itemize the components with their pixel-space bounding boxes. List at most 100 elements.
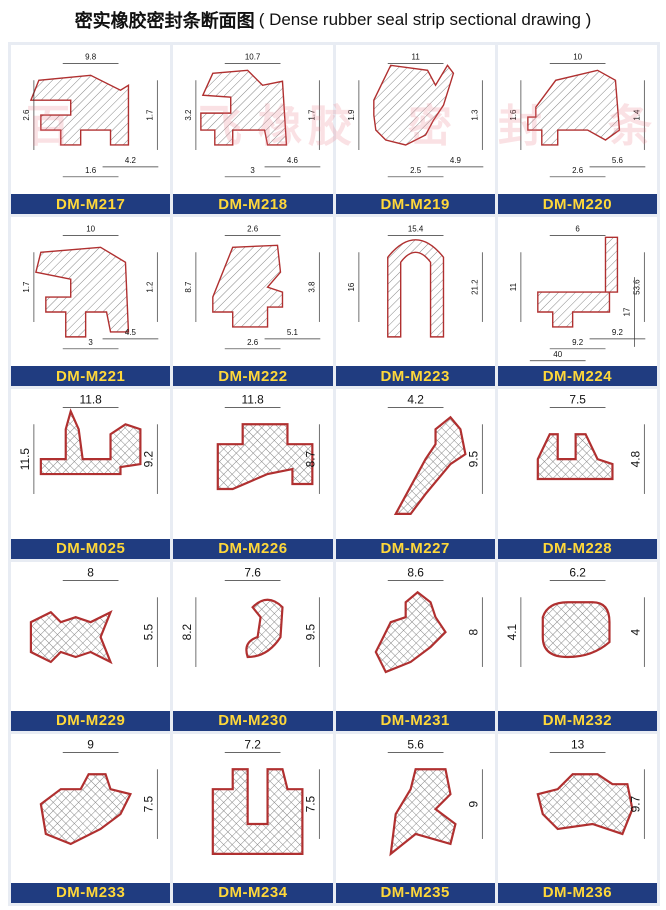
- seal-profile-shape: [526, 69, 620, 146]
- dimension-annotation: 1.7: [22, 252, 35, 323]
- dimension-label: 11: [509, 283, 518, 292]
- dimension-annotation: 9: [62, 737, 119, 753]
- dimension-annotation: 8.7: [184, 252, 197, 323]
- profile-code-label: DM-M224: [497, 366, 657, 387]
- dimension-label: 15.4: [407, 225, 423, 234]
- dimension-annotation: 4.9: [427, 156, 483, 168]
- dimension-annotation: 9.5: [466, 424, 483, 495]
- seal-profile-shape: [211, 767, 304, 855]
- dimension-label: 11.5: [18, 448, 32, 471]
- dimension-annotation: 11: [509, 252, 521, 323]
- dimension-annotation: 3.8: [308, 252, 320, 323]
- dimension-label: 3.2: [184, 109, 193, 121]
- dimension-annotation: 2.6: [225, 338, 281, 350]
- profile-code-label: DM-M220: [497, 194, 657, 215]
- dimension-annotation: 17: [622, 277, 635, 348]
- dimension-annotation: 4.8: [628, 424, 645, 495]
- dimension-annotation: 5.1: [264, 328, 321, 340]
- dimension-annotation: 4.5: [102, 328, 159, 340]
- dimension-annotation: 11.8: [225, 393, 281, 409]
- dimension-annotation: 2.6: [22, 80, 35, 150]
- profile-code-label: DM-M226: [173, 538, 333, 559]
- dimension-annotation: 8: [62, 565, 119, 581]
- dimension-label: 1.4: [632, 109, 641, 121]
- dimension-label: 6.2: [569, 565, 586, 579]
- dimension-label: 4.2: [125, 156, 137, 165]
- dimension-annotation: 16: [346, 252, 359, 323]
- dimension-annotation: 6.2: [549, 565, 606, 581]
- dimension-label: 2.6: [22, 109, 31, 121]
- seal-profile-shape: [536, 772, 634, 836]
- dimension-annotation: 3: [225, 166, 281, 178]
- dimension-annotation: 8: [466, 596, 483, 667]
- dimension-label: 4.5: [125, 328, 137, 337]
- dimension-label: 9: [87, 737, 94, 751]
- dimension-label: 1.7: [145, 109, 154, 121]
- page-title: 密实橡胶密封条断面图 ( Dense rubber seal strip sec…: [0, 0, 666, 40]
- dimension-label: 5.1: [287, 328, 299, 337]
- seal-profile-shape: [39, 408, 142, 476]
- profile-drawing: 2.63.88.72.65.1: [184, 225, 321, 350]
- profile-drawing: 8.68: [374, 565, 483, 673]
- dimension-annotation: 7.6: [225, 565, 281, 581]
- dimension-label: 4.8: [628, 451, 642, 468]
- dimension-label: 11: [411, 52, 420, 61]
- dimension-annotation: 3: [62, 338, 119, 350]
- dimension-annotation: 4.6: [264, 156, 321, 168]
- dimension-annotation: 1.3: [470, 80, 483, 150]
- profile-code-label: DM-M025: [11, 538, 171, 559]
- profile-drawing: 15.4 21.2 16: [346, 225, 483, 338]
- dimension-label: 7.2: [245, 737, 262, 751]
- dimension-label: 2.6: [572, 166, 584, 175]
- dimension-annotation: 9.2: [141, 424, 158, 495]
- dimension-annotation: 11.5: [18, 424, 35, 495]
- seal-profile-shape: [29, 609, 113, 664]
- seal-profile-shape: [200, 69, 288, 146]
- profile-drawing: 11.88.7: [216, 393, 320, 495]
- profile-drawing: 4.2 9.5: [387, 393, 483, 516]
- dimension-annotation: 9.2: [589, 328, 646, 340]
- dimension-label: 21.2: [470, 279, 479, 295]
- dimension-annotation: 1.7: [308, 80, 320, 150]
- dimension-label: 1.6: [509, 109, 518, 121]
- dimension-label: 3: [88, 338, 93, 347]
- profile-drawing: 111.31.92.54.9: [346, 52, 483, 178]
- seal-profile-shape: [393, 416, 467, 516]
- seal-profile-shape: [212, 244, 284, 328]
- seal-profile-shape: [541, 600, 611, 658]
- profile-code-label: DM-M232: [497, 710, 657, 731]
- dimension-label: 7.5: [304, 795, 318, 812]
- dimension-label: 7.5: [569, 393, 586, 407]
- dimension-label: 1.3: [470, 109, 479, 121]
- dimension-annotation: 5.5: [141, 596, 158, 667]
- dimension-label: 4.2: [407, 393, 424, 407]
- dimension-annotation: 5.6: [589, 156, 646, 168]
- dimension-label: 9.5: [466, 451, 480, 468]
- dimension-annotation: 2.5: [387, 166, 443, 178]
- seal-profile-shape: [386, 239, 444, 338]
- dimension-label: 53.6: [632, 279, 641, 295]
- profile-drawing: 5.69: [387, 737, 483, 857]
- dimension-label: 4: [628, 628, 642, 635]
- dimension-annotation: 1.6: [62, 166, 119, 178]
- dimension-label: 3.8: [308, 281, 317, 293]
- dimension-label: 10.7: [245, 52, 261, 61]
- profile-code-label: DM-M223: [335, 366, 495, 387]
- seal-profile-shape: [245, 598, 284, 658]
- dimension-label: 8: [466, 628, 480, 635]
- dimension-annotation: 6: [549, 225, 606, 236]
- dimension-label: 6: [575, 225, 580, 234]
- seal-profile-shape: [35, 246, 130, 338]
- dimension-label: 9.8: [85, 52, 97, 61]
